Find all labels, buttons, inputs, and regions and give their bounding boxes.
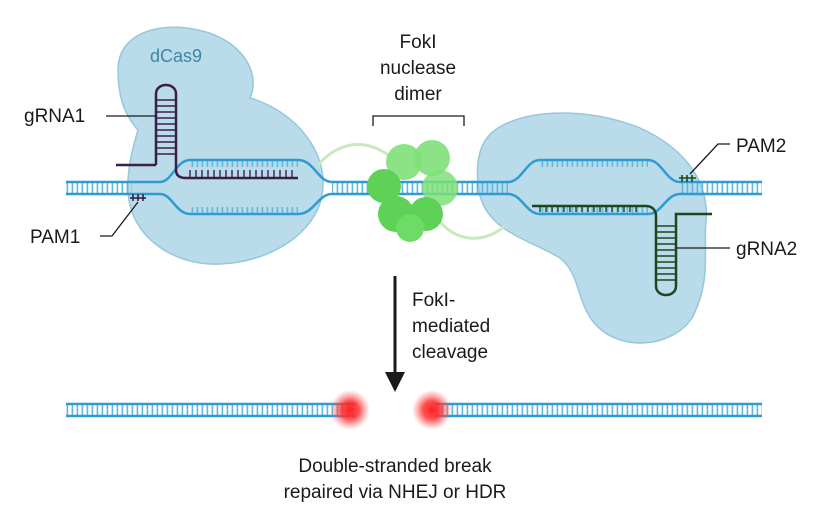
grna1-label: gRNA1 bbox=[24, 106, 85, 127]
foki-label-line3: dimer bbox=[394, 84, 442, 105]
pam2-label: PAM2 bbox=[736, 136, 786, 157]
pam2-leader bbox=[689, 143, 730, 175]
result-label-line1: Double-stranded break bbox=[298, 456, 492, 477]
dcas9-label: dCas9 bbox=[150, 46, 202, 66]
foki-linker-left bbox=[316, 143, 393, 166]
grna2 bbox=[532, 204, 712, 297]
pam1-label: PAM1 bbox=[30, 227, 80, 248]
pam1-marker bbox=[130, 194, 146, 201]
pam2-marker bbox=[679, 175, 696, 182]
pam1-leader bbox=[100, 201, 139, 237]
grna2-label: gRNA2 bbox=[736, 239, 797, 260]
dcas9-protein-left bbox=[117, 26, 324, 265]
foki-label-line1: FokI bbox=[400, 32, 437, 53]
leader-lines bbox=[100, 115, 730, 249]
foki-dimer bbox=[367, 140, 458, 242]
dna-bottom-right bbox=[434, 402, 762, 418]
foki-label-line2: nuclease bbox=[380, 58, 456, 79]
result-label-line2: repaired via NHEJ or HDR bbox=[284, 482, 507, 503]
cleavage-arrow bbox=[385, 276, 405, 392]
cleavage-label-line2: mediated bbox=[412, 316, 490, 337]
foki-bracket bbox=[372, 115, 465, 126]
break-glow-left bbox=[330, 390, 370, 430]
cleavage-label-line3: cleavage bbox=[412, 342, 488, 363]
break-glow-right bbox=[412, 390, 452, 430]
cleavage-label-line1: FokI- bbox=[412, 290, 455, 311]
foki-linker-right bbox=[438, 220, 506, 240]
dcas9-protein-right bbox=[476, 112, 708, 344]
grna1 bbox=[116, 83, 298, 180]
dna-bottom-left bbox=[66, 402, 356, 418]
